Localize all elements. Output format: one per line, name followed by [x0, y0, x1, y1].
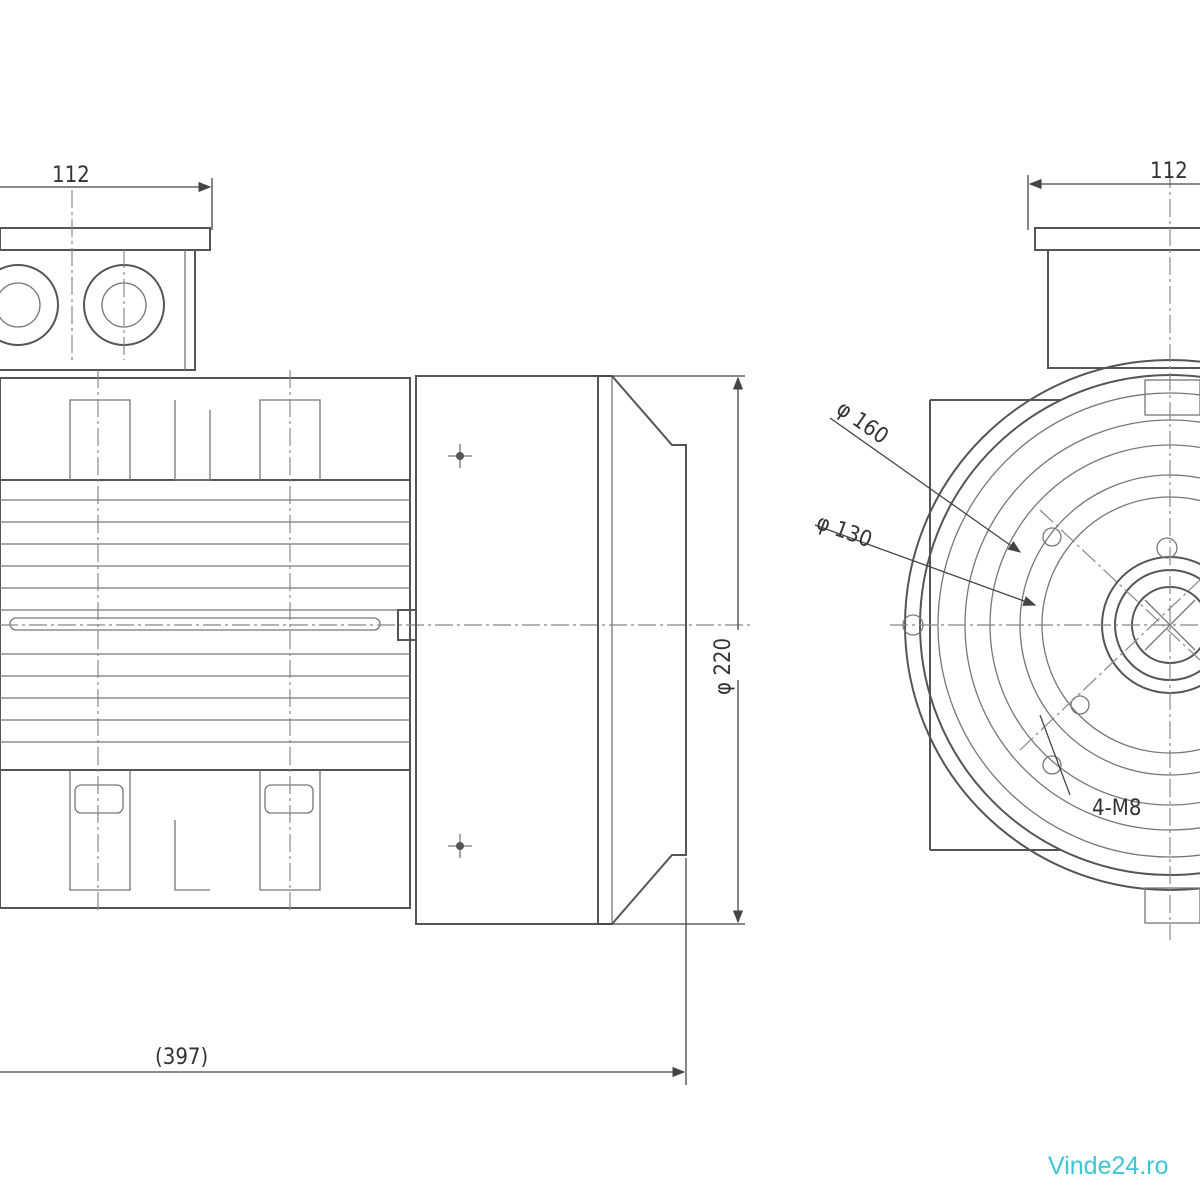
terminal-box-end	[1034, 227, 1200, 369]
fan-cover	[415, 375, 687, 925]
dim-spigot-diameter: φ 130	[813, 510, 875, 553]
motor-body	[0, 370, 750, 910]
end-view: 112 φ 160 φ 130 4-M8	[813, 159, 1200, 940]
terminal-box	[0, 190, 211, 371]
dim-terminal-box-width-end: 112	[1150, 159, 1188, 184]
dim-terminal-box-width: 112	[52, 163, 90, 188]
side-view: 112 φ 220 (397)	[0, 163, 750, 1085]
flange	[890, 170, 1200, 940]
watermark: Vinde24.ro	[1048, 1152, 1169, 1180]
dim-flange-pcd: φ 160	[832, 396, 893, 449]
dim-fan-cover-diameter: φ 220	[711, 638, 736, 695]
dim-overall-length: (397)	[155, 1045, 208, 1070]
dim-bolt-holes: 4-M8	[1092, 796, 1141, 821]
